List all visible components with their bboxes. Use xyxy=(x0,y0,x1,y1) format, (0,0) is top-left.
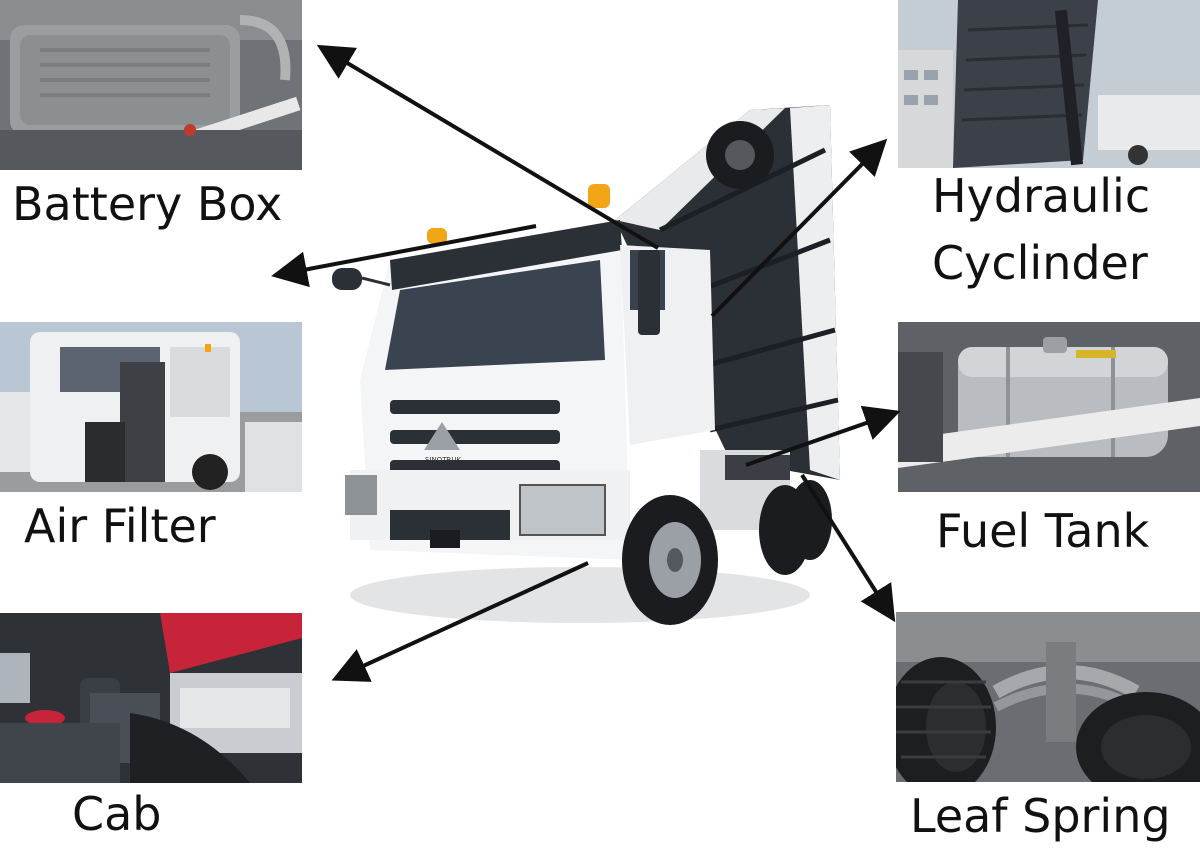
fuel-tank-photo xyxy=(898,322,1200,492)
battery-box-photo xyxy=(0,0,302,170)
hydraulic-cylinder-label-line2: Cyclinder xyxy=(932,236,1148,290)
air-filter-photo xyxy=(0,322,302,492)
air-filter-label: Air Filter xyxy=(24,499,216,553)
truck-badge-text: SINOTRUK xyxy=(425,456,462,464)
leaf-spring-label: Leaf Spring xyxy=(910,789,1171,843)
hydraulic-cylinder-photo xyxy=(898,0,1200,168)
leaf-spring-photo xyxy=(896,612,1200,782)
windshield xyxy=(385,260,605,370)
fuel-tank-label: Fuel Tank xyxy=(936,504,1150,558)
cab-label: Cab xyxy=(72,787,162,841)
battery-box-label: Battery Box xyxy=(12,177,283,231)
beacon-light xyxy=(588,184,610,208)
cab-interior-photo xyxy=(0,613,302,783)
hydraulic-cylinder-label-line1: Hydraulic xyxy=(932,169,1151,223)
logo-emblem xyxy=(424,422,460,450)
beacon-light xyxy=(427,228,447,244)
dump-truck-image: SINOTRUK xyxy=(330,100,850,640)
side-mirror xyxy=(638,250,660,335)
